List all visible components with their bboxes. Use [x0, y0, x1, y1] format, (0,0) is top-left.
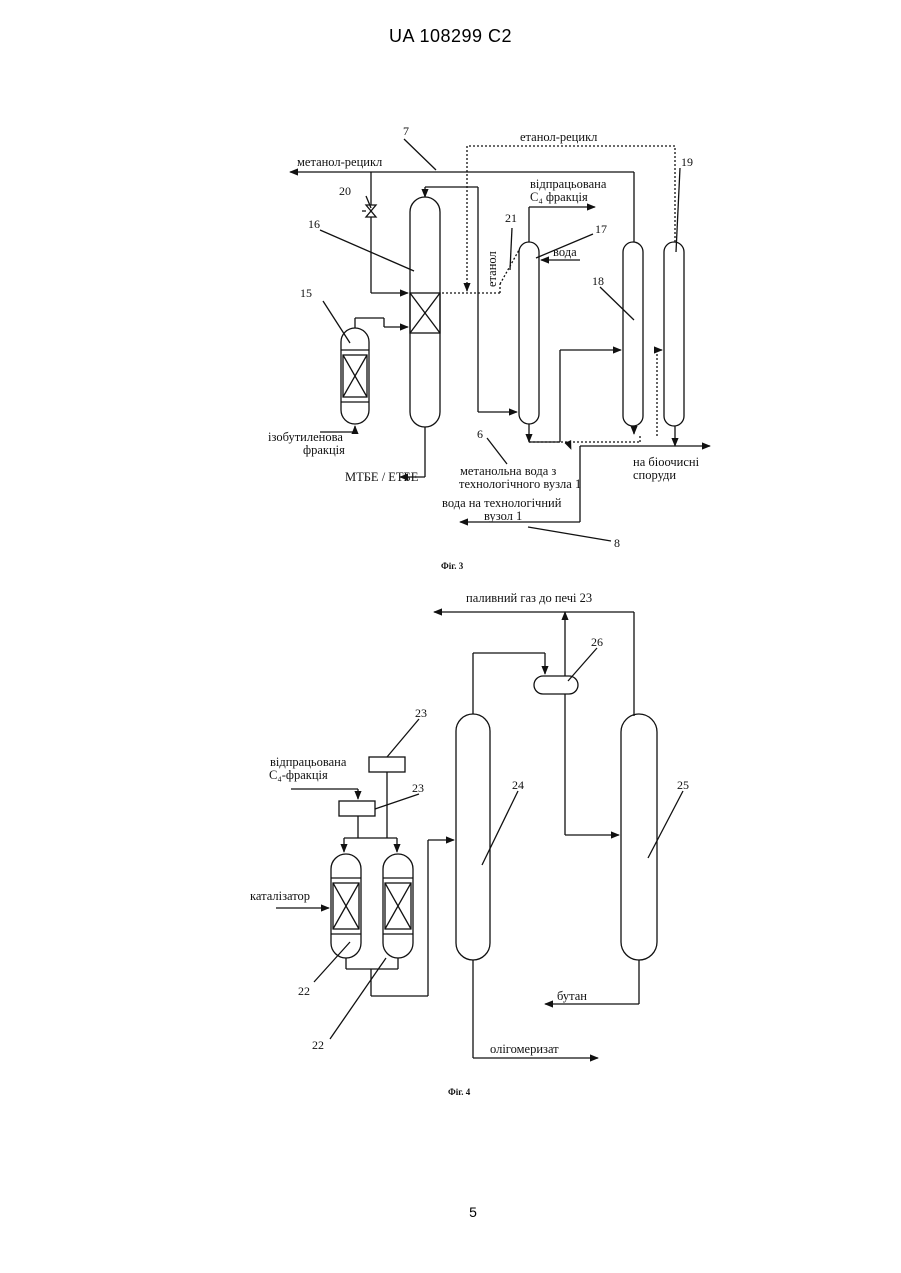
valve-20 — [362, 205, 376, 217]
ref-25: 25 — [677, 778, 689, 792]
ref-8: 8 — [614, 536, 620, 550]
column-17 — [519, 242, 539, 424]
ref-19: 19 — [681, 155, 693, 169]
ref-22-right: 22 — [312, 1038, 324, 1052]
mtbe-etbe-label: МТБЕ / ЕТБЕ — [345, 470, 419, 484]
page-number: 5 — [0, 1204, 901, 1220]
ethanol-label: етанол — [485, 251, 499, 287]
butane-label: бутан — [557, 989, 587, 1003]
spent-c4-label-line2: C₄ фракція — [530, 190, 588, 204]
ref-17: 17 — [595, 222, 607, 236]
reactor-22-right — [383, 854, 413, 958]
ref-26: 26 — [591, 635, 603, 649]
methanol-water-label-line1: метанольна вода з — [460, 464, 556, 478]
column-19 — [664, 242, 684, 426]
ref-21: 21 — [505, 211, 517, 225]
water-label: вода — [553, 245, 577, 259]
methanol-recycle-label: метанол-рецикл — [297, 155, 382, 169]
ref-23-lower: 23 — [412, 781, 424, 795]
ref-7: 7 — [403, 124, 409, 138]
spent-c4-label-line1: відпрацьована — [270, 755, 347, 769]
bio-treatment-label-line2: споруди — [633, 468, 676, 482]
ethanol-recycle-label: етанол-рецикл — [520, 130, 597, 144]
column-16 — [410, 197, 440, 427]
ref-6: 6 — [477, 427, 483, 441]
isobutylene-label-line2: фракція — [303, 443, 345, 457]
column-18 — [623, 242, 643, 426]
fuel-gas-label: паливний газ до печі 23 — [466, 591, 592, 605]
ref-15: 15 — [300, 286, 312, 300]
ref-16: 16 — [308, 217, 320, 231]
reactor-15 — [341, 328, 369, 424]
figure-4-caption: Фіг. 4 — [448, 1087, 471, 1097]
column-24 — [456, 714, 490, 960]
bio-treatment-label-line1: на біоочисні — [633, 455, 700, 469]
ref-18: 18 — [592, 274, 604, 288]
separator-26 — [534, 676, 578, 694]
figure-3-labels: метанол-рецикл етанол-рецикл відпрацьова… — [268, 124, 700, 571]
reactor-22-left — [331, 854, 361, 958]
catalyst-label: каталізатор — [250, 889, 310, 903]
ref-24: 24 — [512, 778, 524, 792]
heater-23-upper — [369, 757, 405, 772]
spent-c4-label-line2: C₄-фракція — [269, 768, 328, 782]
methanol-water-label-line2: технологічного вузла 1 — [459, 477, 581, 491]
figure-4-labels: паливний газ до печі 23 відпрацьована C₄… — [250, 591, 689, 1097]
figure-4 — [276, 612, 683, 1058]
isobutylene-label-line1: ізобутиленова — [268, 430, 343, 444]
column-25 — [621, 714, 657, 960]
heater-23-lower — [339, 801, 375, 816]
ref-22-left: 22 — [298, 984, 310, 998]
oligomerizate-label: олігомеризат — [490, 1042, 559, 1056]
spent-c4-label-line1: відпрацьована — [530, 177, 607, 191]
water-to-unit-label-line2: вузол 1 — [484, 509, 522, 523]
ref-23-upper: 23 — [415, 706, 427, 720]
ref-20: 20 — [339, 184, 351, 198]
figure-3-caption: Фіг. 3 — [441, 561, 464, 571]
water-to-unit-label-line1: вода на технологічний — [442, 496, 562, 510]
